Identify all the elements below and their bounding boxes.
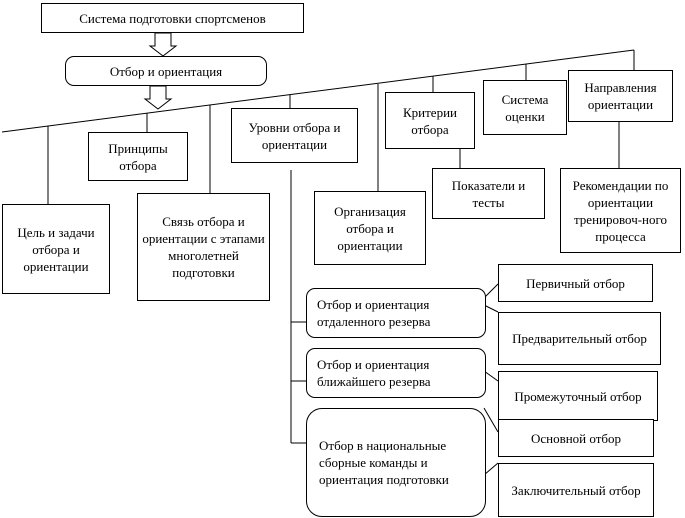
evaluation-box: Система оценки: [483, 80, 567, 135]
level-near-reserve: Отбор и ориентация ближайшего резерва: [306, 348, 486, 398]
stage-preliminary: Предварительный отбор: [498, 312, 661, 365]
directions-box: Направления ориентации: [568, 70, 673, 122]
recommendations-box: Рекомендации по ориентации тренировоч-но…: [560, 168, 681, 253]
indicators-box: Показатели и тесты: [432, 168, 545, 219]
stage-intermediate: Промежуточный отбор: [498, 371, 658, 421]
goal-box: Цель и задачи отбора и ориентации: [2, 204, 110, 294]
levels-box: Уровни отбора и ориентации: [231, 108, 358, 163]
organization-box: Организация отбора и ориентации: [314, 191, 426, 265]
principles-box: Принципы отбора: [88, 132, 188, 181]
level-far-reserve: Отбор и ориентация отдаленного резерва: [306, 288, 486, 338]
link-stages-box: Связь отбора и ориентации с этапами мног…: [137, 193, 270, 301]
arrow-system-to-selection: [148, 32, 178, 57]
arrow-selection-to-branches: [143, 85, 173, 110]
link-near-intermediate: [483, 370, 499, 382]
link-far-primary: [483, 283, 499, 299]
selection-box: Отбор и ориентация: [65, 56, 267, 86]
link-far-preliminary: [483, 304, 499, 313]
level-national-teams: Отбор в национальные сборные команды и о…: [306, 408, 486, 517]
link-national-main: [483, 407, 499, 433]
stage-main: Основной отбор: [498, 419, 654, 457]
link-national-final: [483, 462, 499, 476]
main-branch-line: [1, 49, 635, 133]
stage-final: Заключительный отбор: [498, 463, 654, 517]
criteria-box: Критерии отбора: [385, 92, 475, 149]
stage-primary: Первичный отбор: [498, 264, 653, 302]
system-box: Система подготовки спортсменов: [41, 3, 304, 33]
